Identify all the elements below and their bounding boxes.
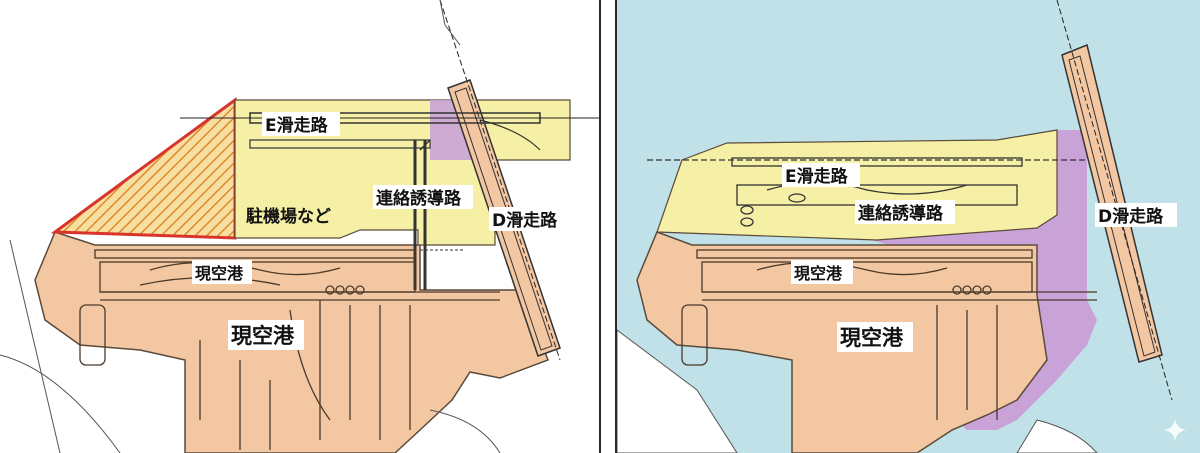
left-label-airport-north: 現空港 bbox=[192, 260, 252, 284]
svg-text:現空港: 現空港 bbox=[794, 264, 843, 283]
left-coastline bbox=[0, 0, 501, 453]
left-map: E滑走路 駐機場など 連絡誘導路 D滑走路 現空港 現空港 bbox=[0, 0, 599, 453]
left-label-airport-main: 現空港 bbox=[228, 320, 304, 350]
right-label-e-runway: E滑走路 bbox=[782, 163, 860, 187]
right-label-d-runway: D滑走路 bbox=[1095, 203, 1177, 227]
svg-text:連絡誘導路: 連絡誘導路 bbox=[376, 188, 462, 209]
map-panel-right: E滑走路 連絡誘導路 D滑走路 現空港 現空港 bbox=[615, 0, 1200, 453]
svg-text:E滑走路: E滑走路 bbox=[265, 115, 329, 136]
left-e-runway bbox=[180, 112, 599, 151]
left-label-taxiway: 連絡誘導路 bbox=[373, 185, 473, 209]
svg-text:E滑走路: E滑走路 bbox=[785, 166, 849, 187]
right-map: E滑走路 連絡誘導路 D滑走路 現空港 現空港 bbox=[617, 0, 1200, 453]
svg-text:現空港: 現空港 bbox=[840, 326, 904, 350]
right-label-airport-north: 現空港 bbox=[791, 260, 853, 284]
svg-text:駐機場など: 駐機場など bbox=[246, 206, 331, 227]
panel-gap bbox=[601, 0, 615, 453]
left-label-e-runway: E滑走路 bbox=[262, 112, 340, 136]
map-panel-left: E滑走路 駐機場など 連絡誘導路 D滑走路 現空港 現空港 bbox=[0, 0, 601, 453]
right-label-airport-main: 現空港 bbox=[837, 322, 913, 352]
svg-text:D滑走路: D滑走路 bbox=[1098, 206, 1164, 227]
svg-text:D滑走路: D滑走路 bbox=[492, 210, 558, 231]
svg-text:現空港: 現空港 bbox=[231, 324, 295, 348]
left-label-apron: 駐機場など bbox=[246, 206, 331, 227]
svg-text:連絡誘導路: 連絡誘導路 bbox=[858, 203, 944, 224]
sparkle-icon bbox=[1163, 418, 1187, 442]
left-label-d-runway: D滑走路 bbox=[489, 207, 569, 231]
right-label-taxiway: 連絡誘導路 bbox=[855, 200, 955, 224]
svg-text:現空港: 現空港 bbox=[195, 264, 244, 283]
right-airport-taxiways bbox=[681, 249, 1097, 420]
